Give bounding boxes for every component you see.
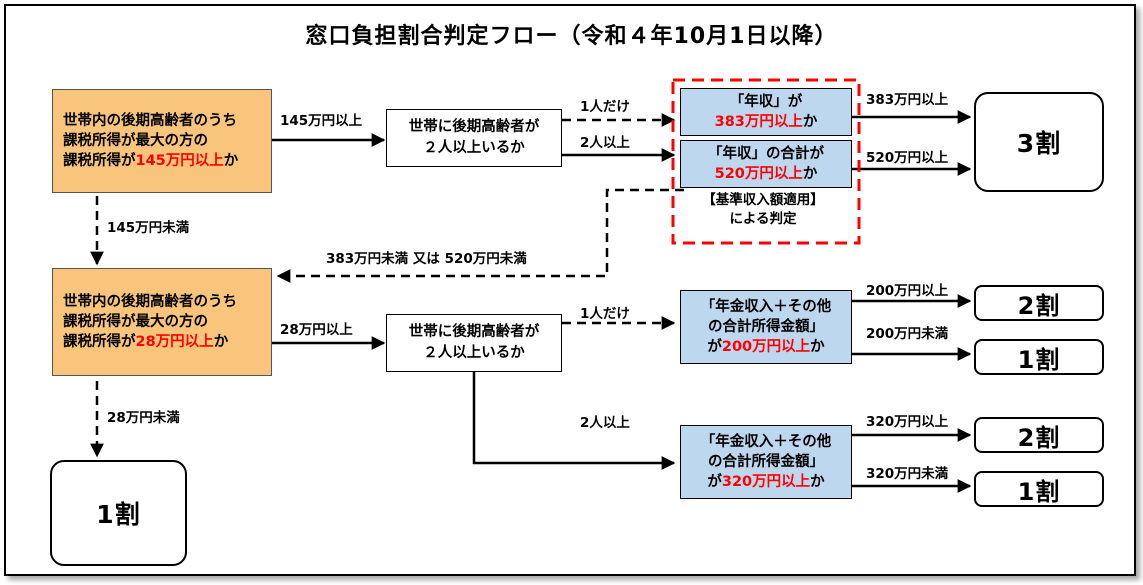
pension-200-line3: が200万円以上か [707,339,825,355]
household-count-box-2: 世帯に後期高齢者が ２人以上いるか [386,314,562,372]
arrow-two-2 [472,371,676,470]
result-2wari-200: 2割 [974,285,1104,321]
pension-200-line1: 「年金収入＋その他 [700,299,832,315]
label-383-up: 383万円以上 [866,92,949,108]
decision-28-line3: 課税所得が28万円以上か [63,334,229,350]
kijun-note-line1: 【基準収入額適用】 [702,192,824,208]
result-3wari: 3割 [974,92,1104,192]
decision-145-line3: 課税所得が145万円以上か [63,153,239,169]
label-320-down: 320万円未満 [866,466,949,482]
income-520-box: 「年収」の合計が 520万円以上か [680,140,852,188]
income-383-box: 「年収」が 383万円以上か [680,88,852,136]
result-2wari-320: 2割 [974,417,1104,453]
decision-28-line2: 課税所得が最大の方の [63,314,208,330]
household-count-1-line2: ２人以上いるか [423,140,525,156]
page-title: 窓口負担割合判定フロー（令和４年10月1日以降） [305,24,838,49]
kijun-note: 【基準収入額適用】 による判定 [683,191,843,229]
kijun-note-line2: による判定 [729,211,797,227]
label-back: 383万円未満 又は 520万円未満 [326,251,527,267]
arrow-back [276,188,684,283]
label-520-up: 520万円以上 [866,150,949,166]
income-383-line2: 383万円以上か [714,114,818,130]
pension-320-line3: が320万円以上か [707,474,825,490]
pension-200-line2: の合計所得金額」 [708,319,824,335]
result-1wari-main: 1割 [50,460,187,566]
label-one-1: 1人だけ [580,99,630,115]
household-count-1-line1: 世帯に後期高齢者が [408,119,540,135]
label-145-down: 145万円未満 [107,220,190,236]
label-28-down: 28万円未満 [107,410,180,426]
income-383-line1: 「年収」が [729,94,803,110]
decision-box-28: 世帯内の後期高齢者のうち 課税所得が最大の方の 課税所得が28万円以上か [52,268,272,376]
result-1wari-200: 1割 [974,339,1104,375]
result-1wari-320: 1割 [974,471,1104,507]
income-520-line2: 520万円以上か [714,166,818,182]
label-two-2: 2人以上 [580,415,630,431]
label-145-up: 145万円以上 [280,113,363,129]
kijun-group-border [671,78,861,245]
household-count-2-line2: ２人以上いるか [423,345,525,361]
pension-320-box: 「年金収入＋その他 の合計所得金額」 が320万円以上か [680,425,852,499]
label-28-up: 28万円以上 [280,322,353,338]
label-200-down: 200万円未満 [866,326,949,342]
decision-145-line1: 世帯内の後期高齢者のうち [63,113,237,129]
label-200-up: 200万円以上 [866,283,949,299]
decision-box-145: 世帯内の後期高齢者のうち 課税所得が最大の方の 課税所得が145万円以上か [52,89,272,193]
income-520-line1: 「年収」の合計が [708,146,824,162]
pension-320-line1: 「年金収入＋その他 [700,434,832,450]
pension-320-line2: の合計所得金額」 [708,454,824,470]
pension-200-box: 「年金収入＋その他 の合計所得金額」 が200万円以上か [680,290,852,364]
label-320-up: 320万円以上 [866,414,949,430]
household-count-2-line1: 世帯に後期高齢者が [408,324,540,340]
decision-28-line1: 世帯内の後期高齢者のうち [63,294,237,310]
household-count-box-1: 世帯に後期高齢者が ２人以上いるか [386,109,562,167]
label-two-1: 2人以上 [580,135,630,151]
decision-145-line2: 課税所得が最大の方の [63,133,208,149]
label-one-2: 1人だけ [580,306,630,322]
